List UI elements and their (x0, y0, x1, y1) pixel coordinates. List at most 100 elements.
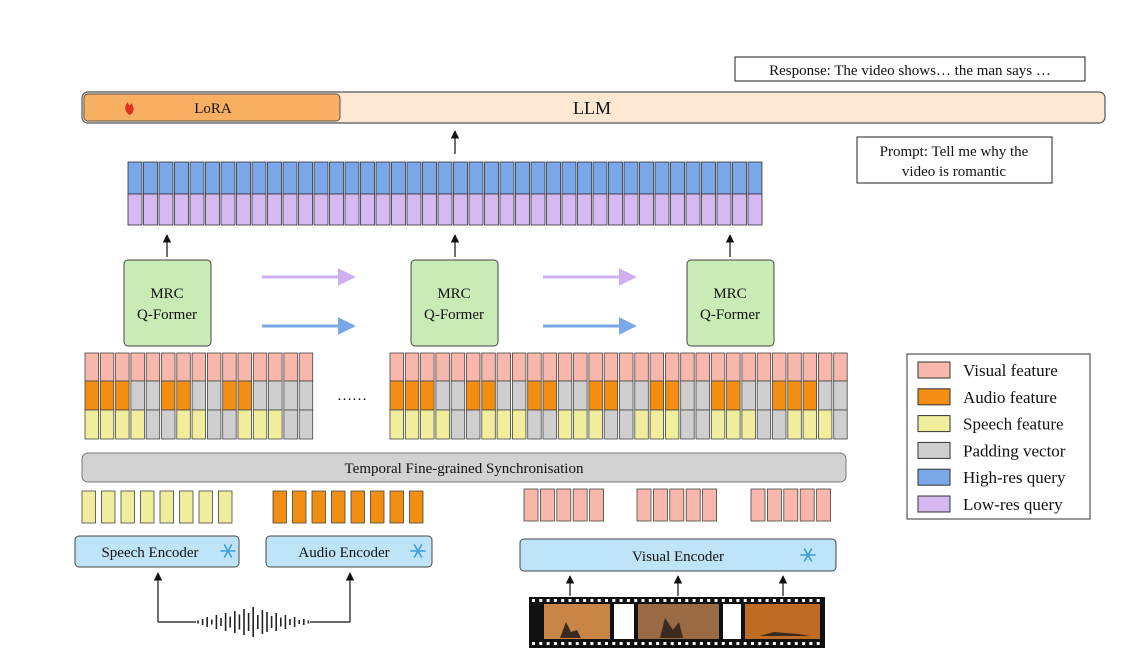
high-res-query-token (344, 161, 360, 195)
visual-feature-token (237, 352, 252, 382)
visual-feature-token (450, 352, 466, 382)
high-res-query-token (530, 161, 546, 195)
llm-label: LLM (573, 98, 611, 118)
speech-feature-token (130, 409, 145, 440)
visual-output-token (816, 488, 831, 522)
high-res-query-token (732, 161, 747, 195)
waveform-icon (197, 607, 310, 637)
visual-encoder-label: Visual Encoder (632, 549, 724, 565)
visual-output-token (702, 488, 717, 522)
visual-feature-token (496, 352, 512, 382)
visual-feature-token (404, 352, 420, 382)
visual-feature-token (161, 352, 176, 382)
qformer-2: MRC Q-Former (410, 259, 499, 347)
padding-vector-token (695, 409, 710, 440)
high-res-query-token (546, 161, 561, 195)
visual-output-token (799, 488, 815, 522)
low-res-query-token (484, 193, 499, 226)
high-res-query-token (623, 161, 639, 195)
low-res-query-token (313, 193, 329, 226)
low-res-query-token (654, 193, 670, 226)
padding-vector-token (206, 409, 222, 440)
audio-feature-token (161, 380, 176, 411)
snowflake-icon (410, 544, 426, 558)
low-res-query-token (499, 193, 515, 226)
qformer-1-line-1: MRC (150, 286, 183, 302)
padding-vector-token (680, 380, 695, 411)
speech-feature-token (268, 409, 283, 440)
qformer-3-line-2: Q-Former (700, 307, 760, 323)
visual-feature-token (665, 352, 680, 382)
high-res-query-token (313, 161, 329, 195)
low-res-query-token (298, 193, 313, 226)
high-res-query-token (375, 161, 391, 195)
visual-feature-token (603, 352, 619, 382)
visual-output-token (556, 488, 572, 522)
visual-output-token (523, 488, 539, 522)
high-res-query-token (143, 161, 158, 195)
visual-feature-token (115, 352, 130, 382)
low-res-query-token (189, 193, 205, 226)
legend-swatch-2 (917, 388, 951, 406)
low-res-query-token (360, 193, 375, 226)
speech-feature-token (481, 409, 496, 440)
low-res-query-token (623, 193, 639, 226)
padding-vector-token (252, 380, 268, 411)
audio-output-token (350, 490, 365, 524)
high-res-query-token (608, 161, 623, 195)
snowflake-icon (800, 548, 816, 562)
audio-feature-token (726, 380, 741, 411)
high-res-query-token (592, 161, 608, 195)
audio-feature-token (787, 380, 802, 411)
speech-feature-token (252, 409, 268, 440)
visual-feature-token (772, 352, 787, 382)
visual-feature-token (466, 352, 481, 382)
padding-vector-token (680, 409, 695, 440)
padding-vector-token (833, 409, 848, 440)
visual-feature-token (527, 352, 542, 382)
padding-vector-token (695, 380, 710, 411)
low-res-query-token (437, 193, 453, 226)
padding-vector-token (435, 380, 450, 411)
high-res-query-token (484, 161, 499, 195)
high-res-query-token (174, 161, 189, 195)
low-res-query-token (453, 193, 468, 226)
query-tokens (127, 161, 763, 226)
visual-feature-token (222, 352, 237, 382)
low-res-query-token (174, 193, 189, 226)
visual-feature-token (252, 352, 268, 382)
high-res-query-token (127, 161, 143, 195)
visual-feature-token (818, 352, 833, 382)
visual-feature-token (84, 352, 99, 382)
speech-feature-token (115, 409, 130, 440)
qformer-2-line-2: Q-Former (424, 307, 484, 323)
visual-feature-token (268, 352, 283, 382)
speech-feature-token (404, 409, 420, 440)
speech-feature-token (512, 409, 527, 440)
low-res-query-token (375, 193, 391, 226)
padding-vector-token (772, 409, 787, 440)
audio-feature-token (237, 380, 252, 411)
low-res-query-token (592, 193, 608, 226)
film-strip-icon (529, 597, 825, 648)
visual-feature-token (619, 352, 634, 382)
high-res-query-token (329, 161, 344, 195)
low-res-query-token (639, 193, 654, 226)
response-box: Response: The video shows… the man says … (734, 56, 1086, 82)
visual-feature-token (542, 352, 557, 382)
sync-bar-label: Temporal Fine-grained Synchronisation (345, 461, 584, 477)
qformer-2-line-1: MRC (437, 286, 470, 302)
audio-feature-token (710, 380, 726, 411)
legend-label-2: Audio feature (963, 388, 1057, 407)
high-res-query-token (685, 161, 701, 195)
padding-vector-token (466, 409, 481, 440)
speech-feature-token (99, 409, 115, 440)
high-res-query-token (670, 161, 685, 195)
audio-encoder: Audio Encoder (265, 535, 433, 568)
high-res-query-token (391, 161, 406, 195)
high-res-query-token (220, 161, 236, 195)
padding-vector-token (298, 409, 314, 440)
high-res-query-token (236, 161, 251, 195)
visual-encoder: Visual Encoder (519, 538, 837, 572)
